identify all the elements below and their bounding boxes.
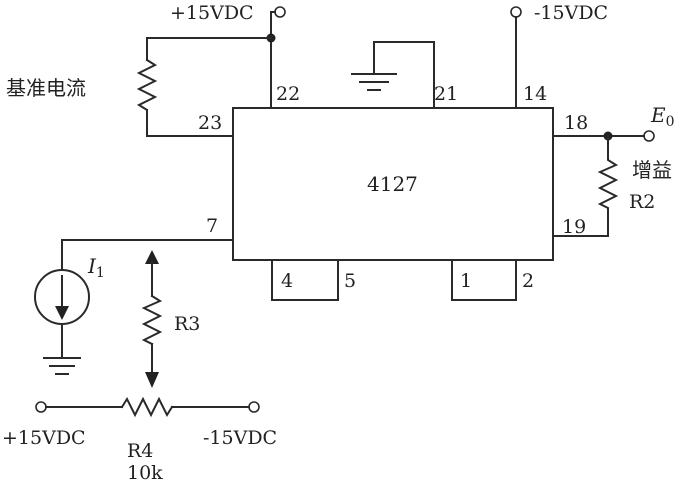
pin-7-wire: [61, 239, 234, 271]
pin-21-label: 21: [434, 83, 458, 105]
r4-potentiometer: [120, 396, 174, 418]
ic-4127-body: [232, 107, 554, 261]
r3-label: R3: [174, 313, 200, 335]
top-positive-label: +15VDC: [170, 2, 254, 24]
ref-current-wire: [146, 37, 272, 61]
pin-4-label: 4: [281, 270, 293, 292]
r4-label: R4: [127, 440, 153, 462]
r4-wiper-arrow: [145, 372, 159, 388]
pin-1-2-loop: [451, 259, 517, 301]
pin-14-label: 14: [523, 83, 547, 105]
pin-5-label: 5: [344, 270, 356, 292]
gain-label: 增益: [632, 158, 672, 182]
pin-2-label: 2: [522, 270, 534, 292]
gain-resistor: [552, 135, 619, 237]
bottom-positive-label: +15VDC: [2, 427, 86, 449]
pin-19-label: 19: [562, 216, 586, 238]
output-label: E0: [650, 103, 675, 130]
bottom-negative-label: -15VDC: [203, 427, 277, 449]
pin-21-wire: [373, 41, 435, 109]
r3-top-arrow: [145, 250, 159, 264]
pin-1-label: 1: [460, 270, 472, 292]
current-source-arrow-head: [55, 306, 69, 320]
pin-23-label: 23: [198, 112, 222, 134]
top-negative-terminal: [510, 6, 522, 18]
top-positive-terminal: [274, 6, 286, 18]
top-negative-label: -15VDC: [534, 2, 608, 24]
bottom-positive-terminal: [35, 401, 47, 413]
ic-part-number: 4127: [367, 172, 418, 196]
r4-value-label: 10k: [127, 462, 163, 484]
output-terminal: [643, 130, 655, 142]
bottom-negative-terminal: [248, 401, 260, 413]
pin-4-5-loop: [271, 259, 339, 301]
ref-resistor: [136, 58, 158, 112]
r3-resistor: [141, 294, 163, 346]
pin-23-wire: [146, 109, 234, 137]
i1-label: I1: [87, 254, 105, 281]
pin-22-label: 22: [276, 83, 300, 105]
pin-7-label: 7: [206, 215, 218, 237]
r2-label: R2: [629, 191, 655, 213]
ref-current-label: 基准电流: [6, 76, 86, 100]
pin-18-label: 18: [564, 112, 588, 134]
